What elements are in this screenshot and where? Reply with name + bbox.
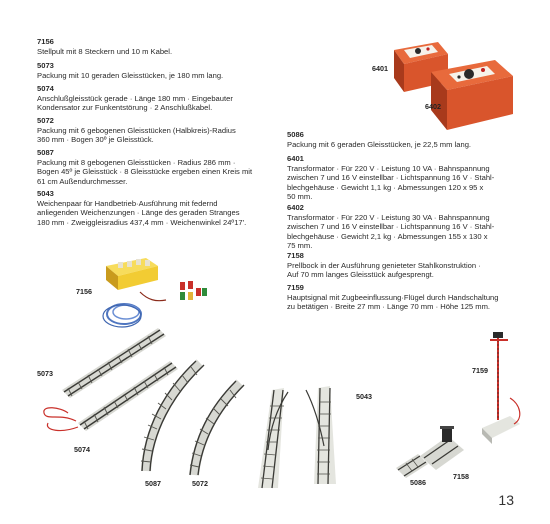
buffer-stop-7158-image xyxy=(420,426,464,470)
label-5086: 5086 xyxy=(410,478,426,487)
entry-text: Packung mit 6 geraden Gleisstücken, je 2… xyxy=(287,139,472,149)
page-number: 13 xyxy=(498,492,514,508)
entry-text: Anschlußgleisstück gerade · Länge 180 mm… xyxy=(37,93,233,113)
entry-number: 5087 xyxy=(37,148,54,157)
signal-7159-image xyxy=(482,332,521,444)
label-5043: 5043 xyxy=(356,392,372,401)
entry-number: 5073 xyxy=(37,61,54,70)
label-7159: 7159 xyxy=(472,366,488,375)
entry-6401: 6401 Transformator · Für 220 V · Leistun… xyxy=(287,154,537,202)
entry-number: 5086 xyxy=(287,130,304,139)
label-6402: 6402 xyxy=(425,102,441,111)
entry-6402: 6402 Transformator · Für 220 V · Leistun… xyxy=(287,203,537,251)
entry-text: Weichenpaar für Handbetrieb·Ausführung m… xyxy=(37,198,247,227)
label-7156: 7156 xyxy=(76,287,92,296)
transformer-6401-image xyxy=(394,42,448,92)
entry-number: 7156 xyxy=(37,37,54,46)
track-5072-image xyxy=(189,379,245,476)
entry-text: Prellbock in der Ausführung genieteter S… xyxy=(287,260,481,280)
entry-text: Transformator · Für 220 V · Leistung 10 … xyxy=(287,163,495,202)
track-5073-image xyxy=(62,328,166,398)
entry-7159: 7159 Hauptsignal mit Zugbeeinflussung·Fl… xyxy=(287,283,537,312)
entry-text: Packung mit 6 gebogenen Gleisstücken (Ha… xyxy=(37,125,236,145)
entry-text: Hauptsignal mit Zugbeeinflussung·Flügel … xyxy=(287,292,499,312)
entry-text: Transformator · Für 220 V · Leistung 30 … xyxy=(287,212,495,251)
entry-5087: 5087 Packung mit 8 gebogenen Gleisstücke… xyxy=(37,148,287,186)
entry-number: 7159 xyxy=(287,283,304,292)
label-5073: 5073 xyxy=(37,369,53,378)
track-5087-image xyxy=(140,359,205,472)
entry-text: Packung mit 8 gebogenen Gleisstücken · R… xyxy=(37,157,253,186)
label-6401: 6401 xyxy=(372,64,388,73)
entry-number: 6401 xyxy=(287,154,304,163)
entry-number: 5072 xyxy=(37,116,54,125)
entry-number: 6402 xyxy=(287,203,304,212)
entry-text: Packung mit 10 geraden Gleisstücken, je … xyxy=(37,70,224,80)
entry-7158: 7158 Prellbock in der Ausführung geniete… xyxy=(287,251,537,280)
entry-7156: 7156 Stellpult mit 8 Steckern und 10 m K… xyxy=(37,37,287,56)
label-5074: 5074 xyxy=(74,445,90,454)
entry-text: Stellpult mit 8 Steckern und 10 m Kabel. xyxy=(37,46,173,56)
entry-number: 5074 xyxy=(37,84,54,93)
entry-5043: 5043 Weichenpaar für Handbetrieb·Ausführ… xyxy=(37,189,287,227)
track-5074-image xyxy=(43,361,178,432)
track-5086-image xyxy=(396,454,428,478)
label-5072: 5072 xyxy=(192,479,208,488)
turnout-5043-image xyxy=(258,386,336,489)
label-5087: 5087 xyxy=(145,479,161,488)
entry-number: 7158 xyxy=(287,251,304,260)
transformer-6402-image xyxy=(431,60,513,130)
entry-5086: 5086 Packung mit 6 geraden Gleisstücken,… xyxy=(287,130,537,149)
entry-5073: 5073 Packung mit 10 geraden Gleisstücken… xyxy=(37,61,287,80)
entry-5074: 5074 Anschlußgleisstück gerade · Länge 1… xyxy=(37,84,287,113)
label-7158: 7158 xyxy=(453,472,469,481)
controller-7156-image xyxy=(102,258,207,328)
entry-number: 5043 xyxy=(37,189,54,198)
entry-5072: 5072 Packung mit 6 gebogenen Gleisstücke… xyxy=(37,116,287,145)
